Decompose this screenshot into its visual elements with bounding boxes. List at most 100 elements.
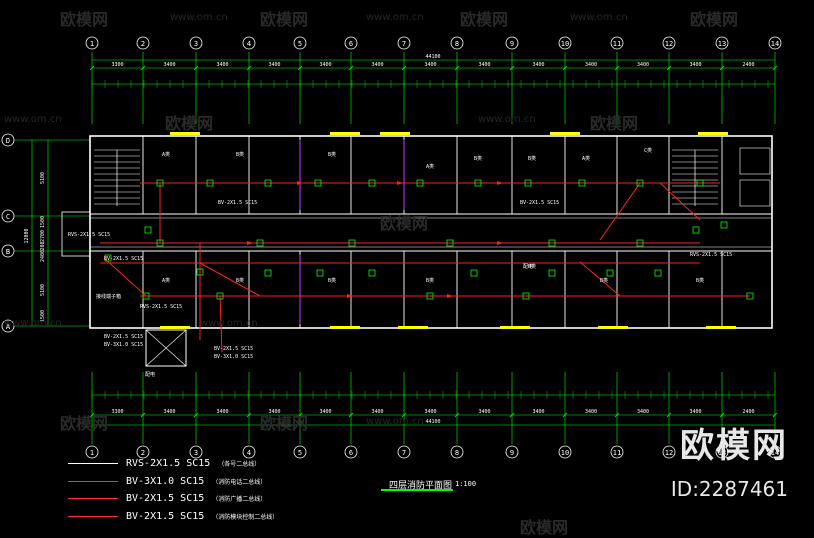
dim-left-text: 1500	[40, 310, 46, 322]
window-highlight	[380, 132, 410, 135]
window-highlight	[330, 132, 360, 135]
dim-top-text: 3400	[424, 62, 436, 68]
legend-code: RVS-2X1.5 SC15	[126, 457, 211, 469]
watermark-logo: 欧模网	[60, 10, 109, 29]
axis-bubble	[242, 36, 256, 50]
dim-top-text: 3400	[216, 62, 228, 68]
room-label: A类	[426, 163, 434, 170]
axis-label: 7	[402, 40, 406, 48]
dim-bottom-text: 3400	[637, 409, 649, 415]
axis-label: 12	[665, 40, 673, 48]
axis-label: 7	[402, 449, 406, 457]
axis-label: 13	[718, 449, 726, 457]
room-label: B类	[236, 151, 244, 158]
axis-bubble	[1, 319, 15, 333]
window-highlight	[330, 326, 360, 329]
axis-bubble	[662, 36, 676, 50]
wire-label: BV-2X1.5 SC15	[520, 200, 559, 206]
axis-label: 4	[247, 449, 251, 457]
dim-top-tick	[719, 65, 725, 71]
detector-device	[474, 179, 482, 187]
axis-label: 14	[771, 40, 779, 48]
floor-plan-svg: 11223344556677889910101111121213131414DC…	[1, 36, 782, 459]
flow-arrow	[497, 241, 503, 245]
detector-device	[196, 268, 204, 276]
axis-bubble	[242, 445, 256, 459]
axis-label: 3	[194, 40, 198, 48]
legend-note: （消防广播二总线）	[212, 495, 267, 503]
window-highlight	[706, 326, 736, 329]
dim-top-text: 3400	[371, 62, 383, 68]
brand-logo: 欧模网	[680, 426, 788, 466]
detector-device	[522, 292, 530, 300]
room-label: B类	[426, 277, 434, 284]
axis-bubble	[610, 36, 624, 50]
axis-label: 6	[349, 40, 353, 48]
dim-top-text: 3400	[478, 62, 490, 68]
axis-bubble	[397, 445, 411, 459]
dim-top-text: 3400	[637, 62, 649, 68]
detector-device	[548, 239, 556, 247]
panel-label: BV-2X1.5 SC15	[104, 334, 143, 340]
axis-bubble	[505, 36, 519, 50]
axis-bubble	[136, 445, 150, 459]
dim-bottom-text: 3400	[585, 409, 597, 415]
wire-branch	[199, 262, 261, 297]
axis-label: 1	[90, 40, 94, 48]
panel-label: BV-2X1.5 SC15	[214, 346, 253, 352]
watermark-logo: 欧模网	[60, 414, 109, 433]
dim-left-total: 12000	[24, 228, 30, 243]
dim-top-tick	[454, 65, 460, 71]
axis-label: 5	[298, 40, 302, 48]
dim-bottom-text: 3400	[689, 409, 701, 415]
detector-device	[606, 269, 614, 277]
dim-top-tick	[193, 65, 199, 71]
axis-bubble	[715, 36, 729, 50]
axis-bubble	[768, 36, 782, 50]
legend-note: （消防模块控制二总线）	[212, 513, 279, 521]
legend-code: BV-3X1.0 SC15	[126, 475, 205, 487]
walls	[61, 132, 773, 367]
dim-bottom-text: 3400	[478, 409, 490, 415]
axis-label: 10	[561, 449, 569, 457]
detector-device	[426, 292, 434, 300]
detector-device	[264, 179, 272, 187]
room-label: A类	[162, 277, 170, 284]
axis-label: 5	[298, 449, 302, 457]
panel-label: BV-3X1.0 SC15	[104, 342, 143, 348]
legend-item: RVS-2X1.5 SC15 （各号二总线）	[68, 456, 260, 470]
detector-device	[692, 226, 700, 234]
detector-device	[720, 221, 728, 229]
toilet-box	[739, 147, 771, 175]
watermark-logo: 欧模网	[520, 518, 569, 537]
axis-bubble	[1, 133, 15, 147]
detector-device	[206, 179, 214, 187]
watermark-url: www.om.cn	[4, 114, 62, 125]
dim-bottom-tick	[614, 412, 620, 418]
watermark-logo: 欧模网	[460, 10, 509, 29]
watermark-url: www.om.cn	[366, 12, 424, 23]
dim-top-text: 3400	[689, 62, 701, 68]
dim-total-text: 44100	[425, 54, 440, 60]
detector-device	[446, 239, 454, 247]
fire-devices	[104, 179, 754, 300]
legend-line-red	[68, 480, 118, 482]
dim-top-tick	[562, 65, 568, 71]
room-label: B类	[328, 151, 336, 158]
watermark-url: www.om.cn	[478, 114, 536, 125]
dim-top-text: 3400	[268, 62, 280, 68]
panel-label: BV-3X1.0 SC15	[214, 354, 253, 360]
axis-label: 8	[455, 40, 459, 48]
dim-bottom-tick	[297, 412, 303, 418]
axis-bubble	[450, 36, 464, 50]
legend-note: （消防电话二总线）	[212, 478, 267, 486]
detector-device	[314, 179, 322, 187]
legend-note: （各号二总线）	[218, 460, 261, 468]
dim-bottom-text: 3400	[371, 409, 383, 415]
room-label: B类	[696, 277, 704, 284]
axis-bubble	[1, 209, 15, 223]
room-label: B类	[474, 155, 482, 162]
room-label: A类	[162, 151, 170, 158]
